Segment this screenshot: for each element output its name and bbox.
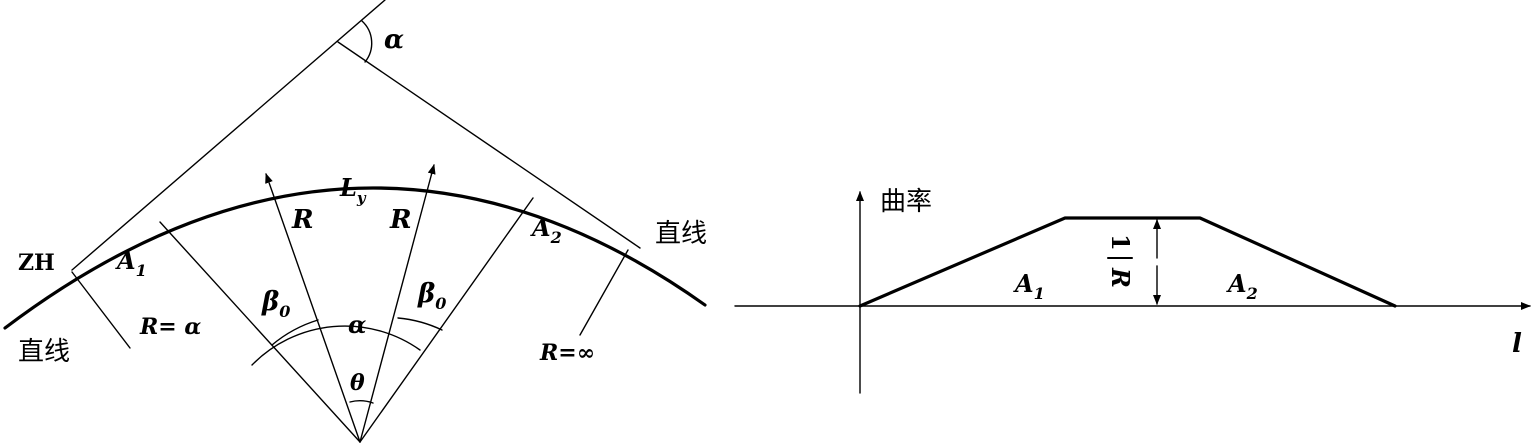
- A1-left-label: A1: [115, 246, 147, 280]
- right-tangent-line: [337, 41, 641, 249]
- radius-right-outer: [359, 197, 534, 443]
- R-eq-alpha-label: R= α: [139, 314, 201, 340]
- A2-left-label: A2: [530, 213, 562, 247]
- radius-left-outer: [159, 221, 361, 443]
- alpha-apex-label: α: [384, 25, 404, 55]
- A1-right-label: A1: [1013, 269, 1045, 303]
- straight-left-label: 直线: [18, 337, 70, 367]
- ZH-label: ZH: [18, 250, 55, 276]
- R-right-label: R: [389, 205, 412, 235]
- x-axis-label: l: [1512, 329, 1522, 359]
- curvature-profile: [858, 216, 1397, 308]
- apex-angle-arc: [361, 20, 373, 63]
- y-axis-label: 曲率: [880, 187, 932, 217]
- beta0-left-label: β0: [261, 287, 290, 321]
- fraction-numerator: 1: [1106, 234, 1135, 251]
- beta0-left-arc: [271, 319, 319, 346]
- curvature-diagram: 曲率 l A1 A2 1 R: [734, 187, 1531, 394]
- curve-path: [3, 186, 707, 330]
- straight-right-label: 直线: [655, 219, 707, 249]
- normal-left: [71, 271, 131, 349]
- A2-right-label: A2: [1226, 269, 1258, 303]
- theta-label: θ: [350, 370, 365, 396]
- left-tangent-line: [71, 0, 386, 271]
- normal-right: [579, 249, 629, 336]
- R-eq-inf-label: R=∞: [539, 340, 595, 366]
- radius-right-inner: [359, 164, 436, 443]
- one-over-R-fraction: 1 R: [1106, 234, 1135, 288]
- beta0-right-label: β0: [417, 279, 446, 313]
- left-curve-diagram: α Ly R R A1 A2 ZH 直线 直线 R= α R=∞ β0 β0 α…: [3, 0, 707, 443]
- fraction-denominator: R: [1106, 267, 1135, 288]
- alpha-center-arc: [251, 325, 421, 366]
- Ly-label: Ly: [339, 173, 367, 207]
- R-left-label: R: [291, 205, 314, 235]
- beta0-right-arc: [397, 317, 443, 331]
- alpha-center-label: α: [348, 310, 366, 339]
- theta-arc: [349, 400, 374, 404]
- radius-left-inner: [265, 173, 361, 443]
